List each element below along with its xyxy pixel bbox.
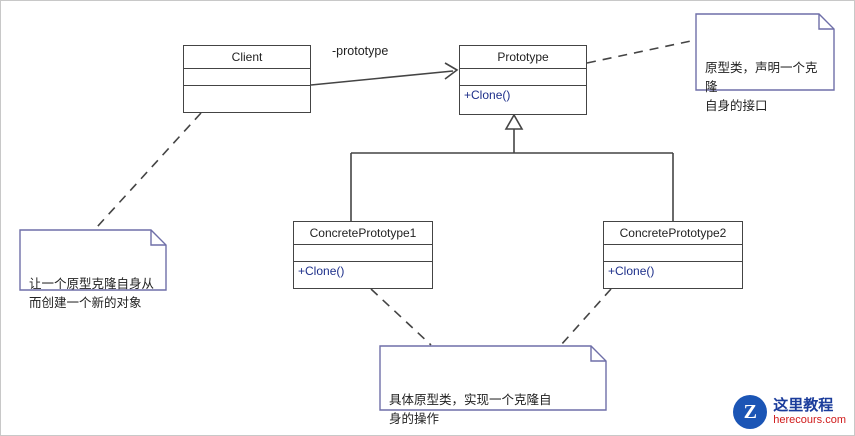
site-watermark: Z 这里教程 herecours.com xyxy=(733,395,846,429)
uml-attributes-compartment xyxy=(294,245,432,262)
note-text: 具体原型类，实现一个克隆自 身的操作 xyxy=(389,393,552,426)
note-concrete-description: 具体原型类，实现一个克隆自 身的操作 xyxy=(379,345,607,426)
watermark-text: 这里教程 herecours.com xyxy=(773,397,846,427)
anchor-client-note xyxy=(96,112,202,228)
uml-class-name: Client xyxy=(184,46,310,69)
uml-class-name: ConcretePrototype2 xyxy=(604,222,742,245)
anchor-prototype-note xyxy=(586,40,692,64)
note-shape xyxy=(379,345,607,411)
anchor-concrete1-note xyxy=(370,288,432,346)
uml-attributes-compartment xyxy=(460,69,586,86)
watermark-url: herecours.com xyxy=(773,414,846,427)
note-text: 原型类，声明一个克隆 自身的接口 xyxy=(705,61,818,113)
note-text: 让一个原型克隆自身从 而创建一个新的对象 xyxy=(29,277,155,310)
watermark-title: 这里教程 xyxy=(773,397,834,415)
edge-generalization xyxy=(350,113,674,221)
uml-class-client[interactable]: Client xyxy=(183,45,311,113)
note-shape xyxy=(695,13,835,91)
note-anchors xyxy=(96,40,692,346)
uml-operations-compartment: +Clone() xyxy=(464,88,511,102)
uml-operations-compartment xyxy=(184,86,310,108)
watermark-logo-icon: Z xyxy=(733,395,768,429)
uml-class-concreteprototype2[interactable]: ConcretePrototype2 +Clone() xyxy=(603,221,743,289)
uml-attributes-compartment xyxy=(184,69,310,86)
uml-class-concreteprototype1[interactable]: ConcretePrototype1 +Clone() xyxy=(293,221,433,289)
uml-class-prototype[interactable]: Prototype +Clone() xyxy=(459,45,587,115)
uml-class-name: Prototype xyxy=(460,46,586,69)
uml-class-name: ConcretePrototype1 xyxy=(294,222,432,245)
edge-label-prototype-role: -prototype xyxy=(332,44,389,58)
note-shape xyxy=(19,229,167,291)
anchor-concrete2-note xyxy=(560,288,612,346)
uml-operations-compartment: +Clone() xyxy=(298,264,345,278)
note-prototype-description: 原型类，声明一个克隆 自身的接口 xyxy=(695,13,835,113)
note-client-description: 让一个原型克隆自身从 而创建一个新的对象 xyxy=(19,229,167,310)
uml-attributes-compartment xyxy=(604,245,742,262)
uml-operations-compartment: +Clone() xyxy=(608,264,655,278)
edge-client-prototype xyxy=(310,62,459,86)
